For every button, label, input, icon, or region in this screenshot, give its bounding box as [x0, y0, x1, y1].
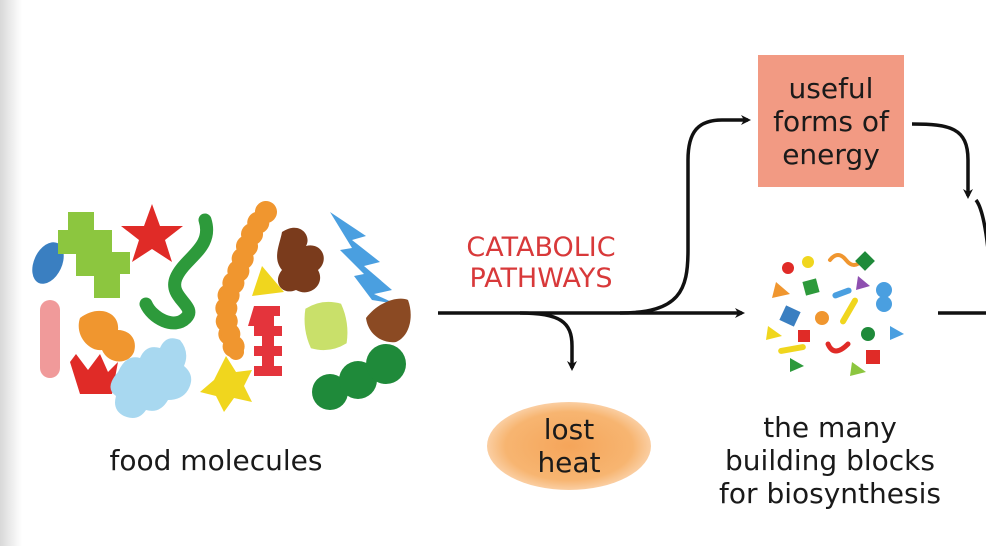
block-square-red: [798, 330, 810, 342]
block-bar-blue: [832, 287, 852, 299]
energy-box: useful forms of energy: [758, 55, 904, 187]
food-tree-blue: [330, 212, 396, 304]
block-bar-yellow-2: [778, 344, 806, 354]
food-tulip-red: [70, 354, 118, 394]
block-tri-lime: [850, 362, 866, 376]
catabolic-pathways-label: CATABOLIC PATHWAYS: [466, 232, 616, 294]
food-square-limegreen: [304, 301, 348, 351]
food-bead-green-3: [366, 344, 406, 384]
page-edge-shadow: [0, 0, 22, 546]
block-dot-orange: [815, 311, 829, 325]
building-blocks-illustration: [766, 251, 904, 376]
block-square-green: [802, 278, 820, 296]
block-tri-green: [790, 358, 804, 372]
block-bar-yellow: [840, 297, 858, 325]
block-tri-yellow: [766, 326, 782, 340]
block-cup-red: [825, 341, 851, 354]
block-diamond-green: [855, 251, 875, 271]
food-zigzag-green: [58, 212, 130, 298]
food-oval-blue: [32, 242, 64, 284]
energy-label: useful forms of energy: [773, 71, 889, 171]
block-wave-orange: [828, 253, 864, 267]
arrow-from-energy: [911, 122, 973, 199]
arrow-to-energy: [619, 115, 751, 315]
food-bellows-lightblue: [110, 338, 192, 418]
block-tri-purple: [856, 276, 870, 290]
food-squiggle-green: [139, 213, 214, 330]
food-bowtie-brown: [277, 227, 324, 293]
food-drop-brown: [366, 298, 411, 343]
block-square-red-2: [866, 350, 880, 364]
block-tri-orange: [772, 282, 790, 298]
food-ibeam-red: [248, 306, 282, 376]
right-connector-line: [974, 198, 986, 248]
food-triangle-yellow: [252, 266, 284, 296]
food-pear-orange: [78, 310, 135, 362]
food-star-yellow: [200, 356, 252, 412]
block-tri-blue: [890, 326, 904, 340]
lost-heat-glow: lost heat: [487, 402, 651, 490]
building-blocks-label: the many building blocks for biosynthesi…: [719, 411, 941, 510]
food-bar-pink: [40, 300, 60, 378]
block-dot-yellow: [802, 256, 814, 268]
lost-heat-label: lost heat: [537, 413, 601, 479]
block-dot-red: [782, 262, 794, 274]
block-dot-green: [861, 327, 875, 341]
food-bead-green-1: [312, 374, 348, 410]
food-star-red: [121, 204, 183, 262]
block-bead-blue-1: [876, 282, 892, 298]
food-molecules-label: food molecules: [109, 444, 323, 477]
food-molecules-illustration: [32, 201, 411, 418]
block-bead-blue-2: [876, 296, 892, 312]
block-square-blue: [779, 305, 801, 327]
food-chain-orange-body: [218, 204, 274, 360]
arrow-to-lost-heat: [519, 311, 577, 371]
